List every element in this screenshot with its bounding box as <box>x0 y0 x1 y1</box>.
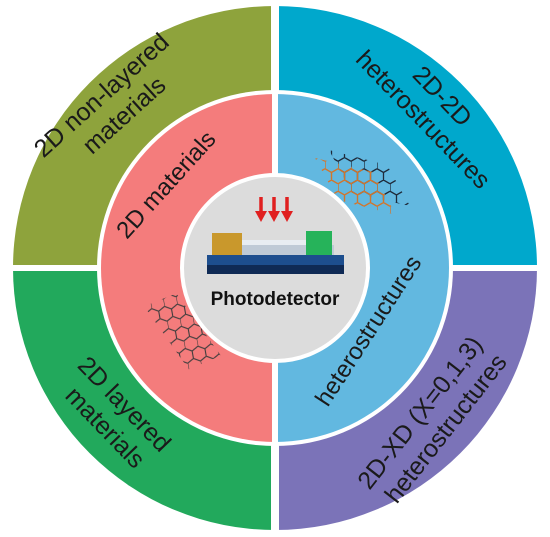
graphene-lattice-icon <box>144 293 221 370</box>
incident-light-arrows-icon <box>255 197 293 222</box>
device-cross-section-icon <box>207 231 344 274</box>
stacked-heterostructure-lattice-icon <box>315 150 410 215</box>
center-label: Photodetector <box>211 289 340 310</box>
